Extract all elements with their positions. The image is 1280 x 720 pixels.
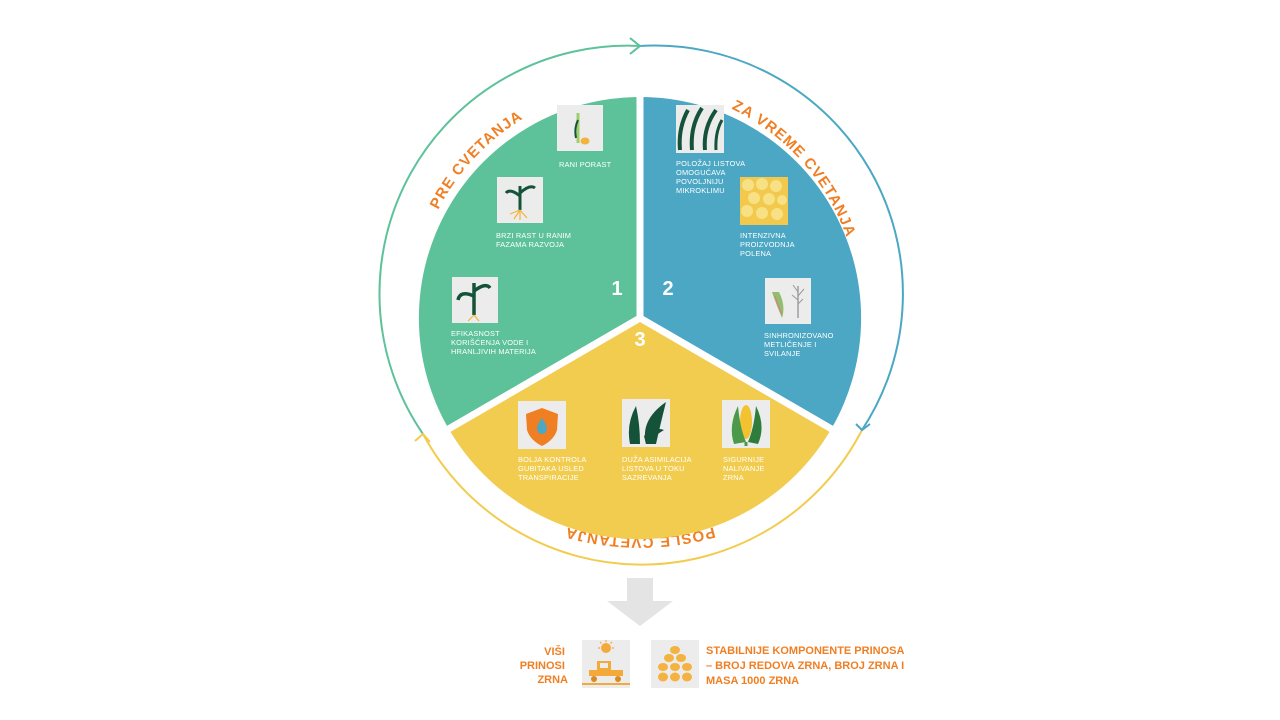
green-item-2: BRZI RAST U RANIM FAZAMA RAZVOJA [496,177,573,249]
phase-number-1: 1 [611,278,622,300]
yellow-cycle-arc [422,429,863,566]
sector-blue [640,96,862,429]
yellow-item-2: DUŽA ASIMILACIJA LISTOVA U TOKU SAZREVAN… [622,399,694,482]
green-cycle-arc [378,44,641,435]
yellow-item-3: SIGURNIJE NALIVANJE ZRNA [722,400,770,482]
tassel-silk-icon [765,278,811,324]
seedling-roots-icon [497,177,543,223]
item-label: SIGURNIJE NALIVANJE ZRNA [723,455,767,482]
early-growth-icon [557,105,603,151]
blue-item-1: POLOŽAJ LISTOVA OMOGUĆAVA POVOLJNIJU MIK… [676,105,747,195]
arrowhead-left-icon [414,432,431,443]
arrowhead-top-icon [629,37,642,55]
output-higher-yield: VIŠI PRINOSI ZRNA [520,640,630,688]
yellow-item-1: BOLJA KONTROLA GUBITAKA USLED TRANSPIRAC… [518,401,588,482]
output-stable-components: STABILNIJE KOMPONENTE PRINOSA – BROJ RED… [651,640,907,688]
output-label: VIŠI PRINOSI ZRNA [520,645,568,686]
blue-item-2: INTENZIVNA PROIZVODNJA POLENA [740,177,797,258]
green-item-1: RANI PORAST [557,105,612,169]
down-arrow-icon [607,578,673,626]
item-label: BOLJA KONTROLA GUBITAKA USLED TRANSPIRAC… [518,455,588,482]
cycle-rings [378,37,904,566]
arrowhead-right-icon [855,423,871,432]
item-label: BRZI RAST U RANIM FAZAMA RAZVOJA [496,231,573,249]
phase-number-3: 3 [634,329,645,351]
item-label: POLOŽAJ LISTOVA OMOGUĆAVA POVOLJNIJU MIK… [676,159,747,195]
corn-cob-icon [722,400,770,448]
item-label: EFIKASNOST KORIŠĆENJA VODE I HRANLJIVIH … [451,329,536,356]
water-use-plant-icon [452,277,498,323]
grain-kernels-icon [651,640,699,688]
blue-item-3: SINHRONIZOVANO METLIČENJE I SVILANJE [764,278,836,358]
phase-number-2: 2 [662,278,673,300]
item-label: DUŽA ASIMILACIJA LISTOVA U TOKU SAZREVAN… [622,455,694,482]
sector-green [418,96,640,429]
item-label: RANI PORAST [559,160,612,169]
sun-harvester-icon [582,640,630,688]
leaf-canopy-icon [676,105,724,153]
pollen-icon [740,177,788,225]
phase-sectors [418,92,862,540]
item-label: SINHRONIZOVANO METLIČENJE I SVILANJE [764,331,836,358]
shield-drop-icon [518,401,566,449]
blue-cycle-arc [639,44,904,431]
leaves-assimilation-icon [622,399,670,447]
item-label: INTENZIVNA PROIZVODNJA POLENA [740,231,797,258]
green-item-3: EFIKASNOST KORIŠĆENJA VODE I HRANLJIVIH … [451,277,536,356]
output-label: STABILNIJE KOMPONENTE PRINOSA – BROJ RED… [706,645,907,687]
